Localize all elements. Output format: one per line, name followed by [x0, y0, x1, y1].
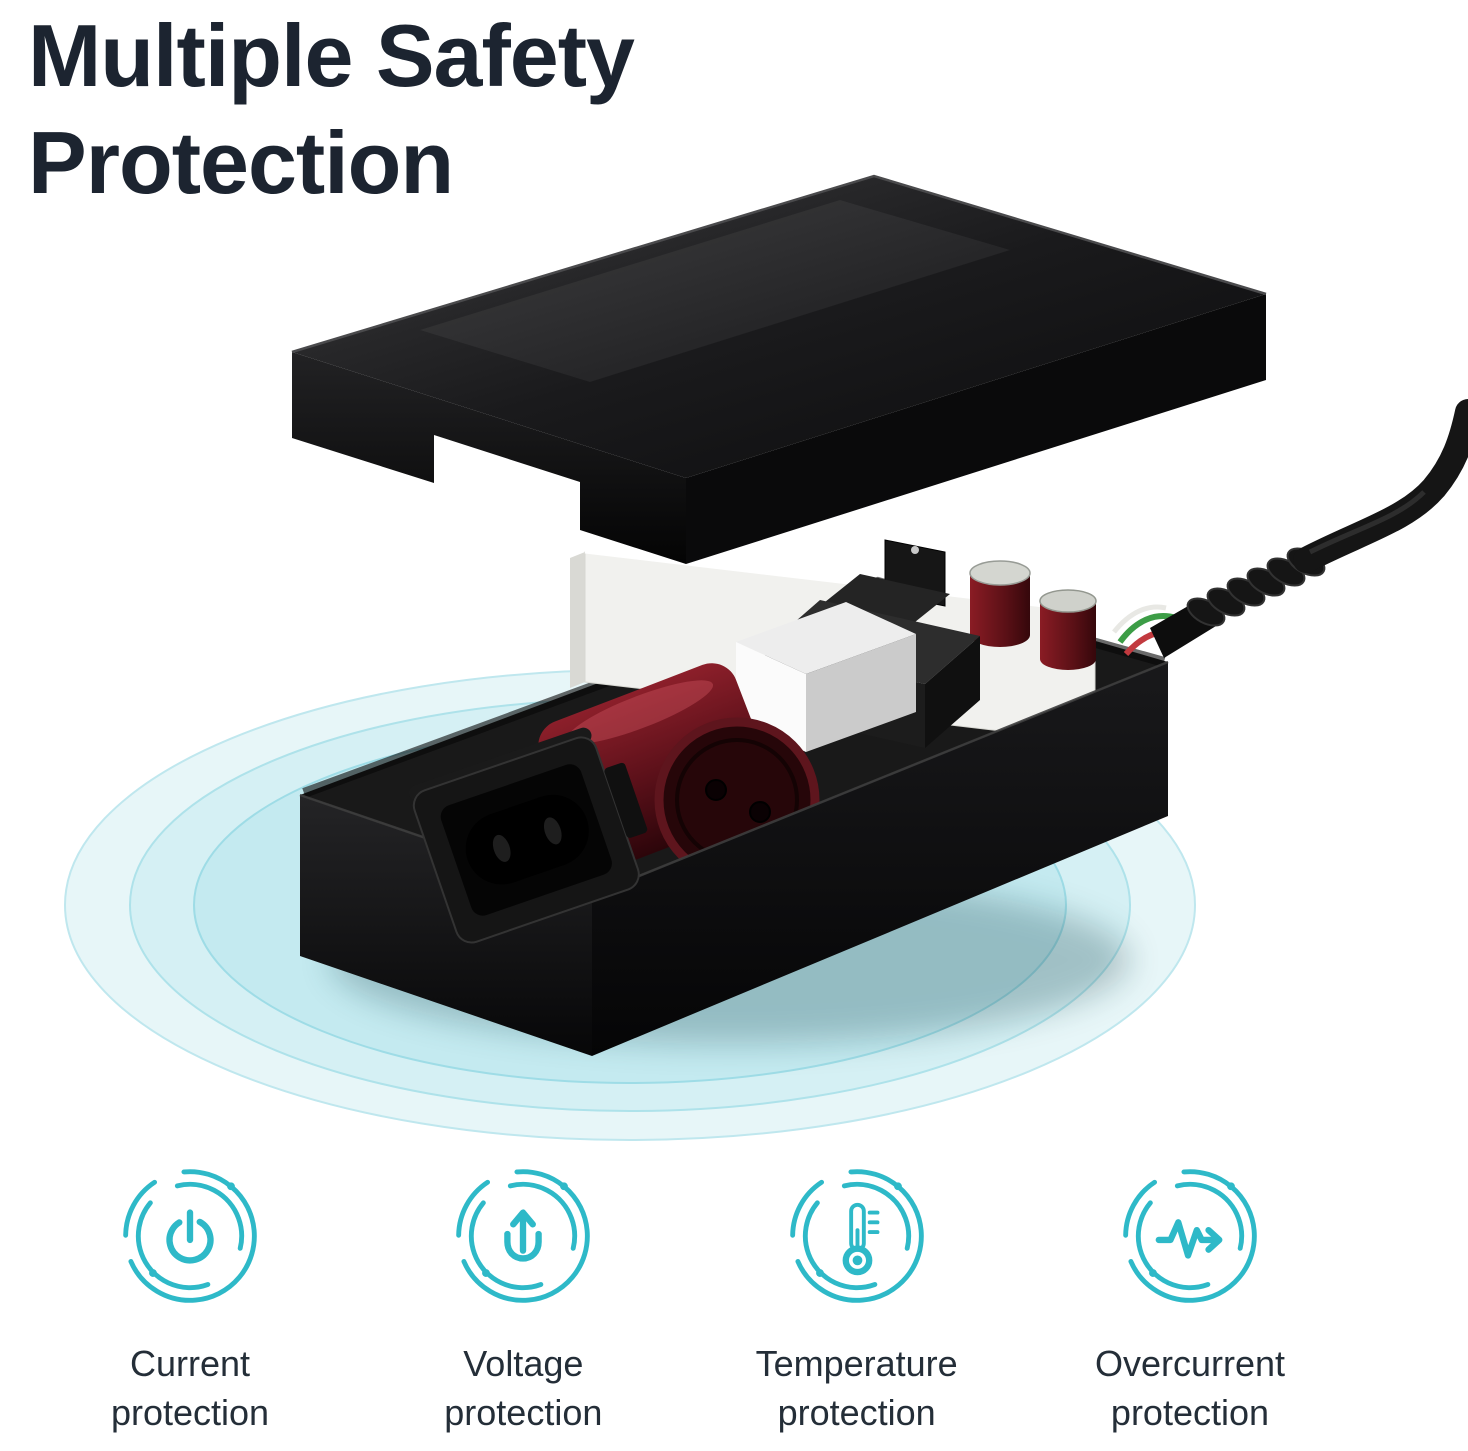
feature-overcurrent-protection: Overcurrent protection: [1040, 1158, 1340, 1437]
temperature-protection-badge: [789, 1169, 924, 1303]
voltage-up-arrow-icon: [504, 1209, 543, 1262]
case-front-right-wall: [592, 662, 1168, 1056]
feature-temperature-protection: Temperature protection: [707, 1158, 1007, 1437]
power-switch-icon: [166, 1209, 214, 1264]
voltage-protection-badge: [456, 1169, 591, 1303]
adapter-lid: [291, 174, 1267, 564]
title-line-1: Multiple Safety: [28, 6, 635, 105]
thermometer-icon: [842, 1202, 880, 1276]
overcurrent-protection-badge: [1123, 1169, 1257, 1303]
feature-label: Current protection: [110, 1343, 270, 1433]
feature-label: Overcurrent protection: [1094, 1343, 1286, 1433]
current-protection-badge: [123, 1169, 257, 1303]
overcurrent-pulse-icon: [1155, 1219, 1223, 1259]
case-front-left-wall: [300, 795, 592, 1056]
small-capacitors: [969, 560, 1097, 670]
feature-current-protection: Current protection: [40, 1158, 340, 1437]
feature-list: Current protection Voltage protection: [0, 1158, 1468, 1437]
feature-label: Voltage protection: [444, 1343, 603, 1433]
power-cable: [1150, 399, 1468, 658]
adapter-base: [299, 399, 1468, 1056]
feature-voltage-protection: Voltage protection: [373, 1158, 673, 1437]
feature-label: Temperature protection: [755, 1343, 958, 1433]
title-line-2: Protection: [28, 113, 454, 213]
c8-power-inlet: [409, 727, 648, 944]
heat-shield: [736, 602, 916, 752]
